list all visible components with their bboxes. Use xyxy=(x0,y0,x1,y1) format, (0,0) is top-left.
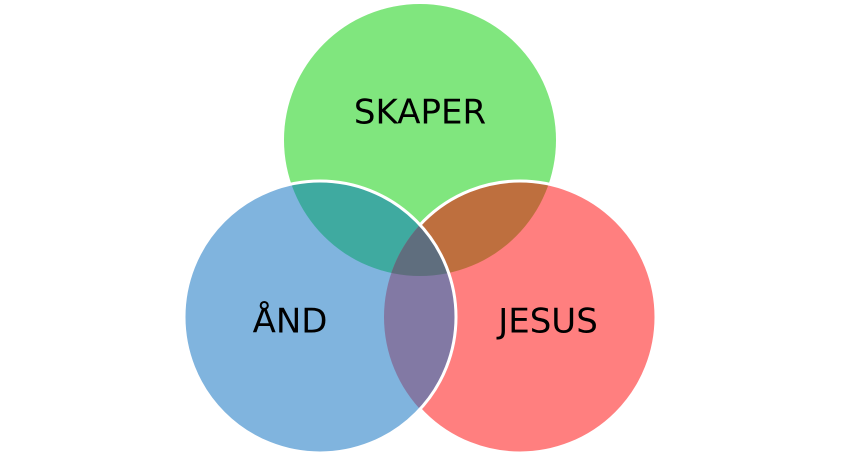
overlap-skaper-jesus xyxy=(384,181,556,276)
label-skaper: SKAPER xyxy=(354,93,486,133)
label-jesus: JESUS xyxy=(496,302,598,342)
label-and: ÅND xyxy=(253,301,328,342)
circle-and-outline xyxy=(182,179,458,455)
circle-jesus-outline xyxy=(382,179,658,455)
overlap-skaper-and xyxy=(284,181,456,276)
